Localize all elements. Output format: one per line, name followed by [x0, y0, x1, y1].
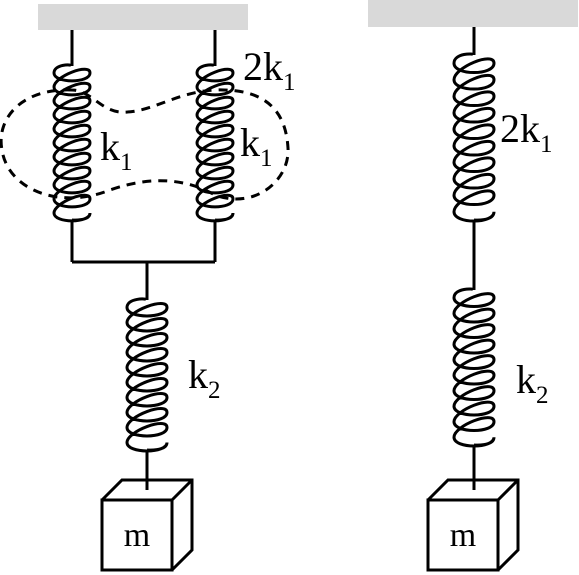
left-spring-k2: [125, 262, 169, 490]
left-spring-k1-a: [52, 30, 92, 262]
label-left-k2: k2: [188, 352, 221, 404]
right-spring-2k1: [452, 27, 496, 290]
left-mass-label: m: [124, 517, 150, 554]
label-left-2k1: 2k1: [243, 44, 296, 96]
right-mass-label: m: [450, 517, 476, 554]
label-left-k1-a: k1: [100, 124, 133, 176]
right-mass-block: [426, 478, 520, 572]
label-right-k2: k2: [516, 357, 549, 409]
dashed-grouping-loop: [0, 88, 290, 201]
right-spring-k2: [452, 287, 496, 490]
label-left-k1-b: k1: [240, 120, 273, 172]
left-spring-k1-b: [195, 30, 235, 262]
right-ceiling: [368, 0, 578, 27]
label-right-2k1: 2k1: [500, 106, 553, 158]
left-mass-block: [100, 478, 194, 572]
left-ceiling: [38, 4, 248, 30]
